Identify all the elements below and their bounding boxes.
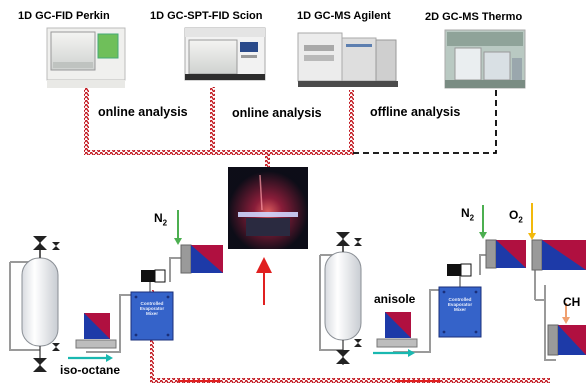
liquid-tank-icon xyxy=(21,236,59,368)
o2-label: O2 xyxy=(509,208,523,225)
n2-label-right: N2 xyxy=(461,206,475,223)
evaporator-mixer-icon xyxy=(438,263,482,338)
instrument-label-thermo: 2D GC-MS Thermo xyxy=(425,11,523,23)
liquid-label-anisole: anisole xyxy=(374,292,416,306)
liquid-tank-icon xyxy=(324,232,362,365)
gc-instrument-agilent xyxy=(297,32,398,87)
liquid-flow-arrows xyxy=(68,349,415,362)
instrument-label-perkin: 1D GC-FID Perkin xyxy=(18,10,110,22)
mass-flow-controller-icon xyxy=(531,239,586,271)
mass-flow-controller-icon xyxy=(547,324,586,356)
mass-flow-controller-icon xyxy=(376,312,418,348)
offline-dashed-line xyxy=(353,88,497,154)
evaporator-mixer-icon xyxy=(130,269,174,341)
gc-instrument-thermo xyxy=(444,29,526,89)
analysis-label-2: online analysis xyxy=(232,106,322,120)
instrument-label-scion: 1D GC-SPT-FID Scion xyxy=(150,10,263,22)
instrument-label-agilent: 1D GC-MS Agilent xyxy=(297,10,391,22)
gas-arrows xyxy=(174,203,570,324)
ch-label-partial: CH xyxy=(563,295,581,309)
flame-reactor-photo xyxy=(228,167,308,249)
analysis-label-1: online analysis xyxy=(98,105,188,119)
valve-icon xyxy=(33,232,362,372)
gc-instrument-perkin xyxy=(46,27,126,88)
mass-flow-controller-icon xyxy=(180,244,223,274)
analysis-label-3: offline analysis xyxy=(370,105,461,119)
liquid-label-iso-octane: iso-octane xyxy=(60,363,121,377)
mass-flow-controller-icon xyxy=(485,239,526,269)
mass-flow-controller-icon xyxy=(75,313,117,349)
gc-instrument-scion xyxy=(184,27,266,81)
n2-label-left: N2 xyxy=(154,211,168,228)
